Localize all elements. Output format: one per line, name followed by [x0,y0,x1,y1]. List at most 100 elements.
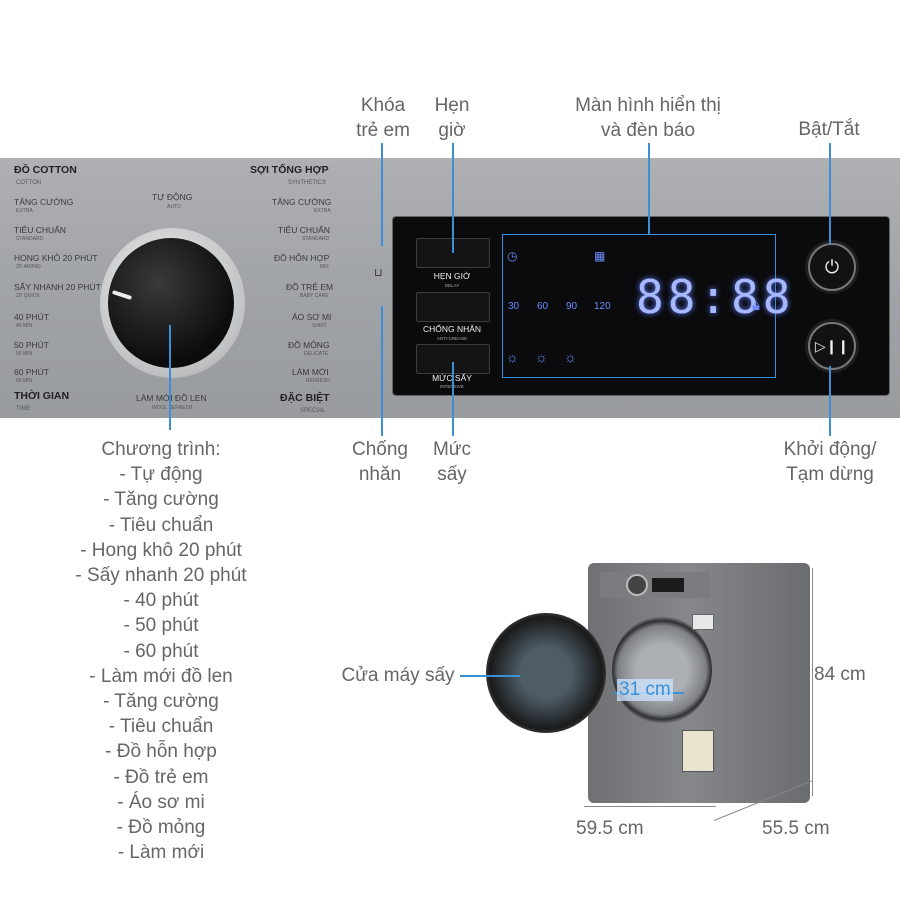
programs-leader [169,325,171,430]
lock-icon: 🔒︎ [752,297,760,314]
auto-label: TỰ ĐỘNG [152,192,193,202]
dryer-knob [626,574,648,596]
list-item: - Đồ hỗn hợp [105,741,217,763]
warning-label [682,730,714,772]
list-item: - 50 phút [123,615,199,637]
list-item: - Sấy nhanh 20 phút [75,565,247,587]
right-program-sub: BABY CARE [300,293,329,299]
list-item: - Làm mới đồ len [89,665,233,687]
depth-dimension-label: 55.5 cm [762,818,830,839]
right-program-label: LÀM MỚI [292,367,329,377]
minute-label: 30 [508,301,520,312]
child-lock-icon: ⊔ [374,267,383,279]
height-dimension-label: 84 cm [814,664,866,685]
time-label: THỜI GIAN [14,390,70,402]
time-sub: TIME [16,406,31,412]
programs-title: Chương trình: [101,439,221,460]
right-program-sub: REFRESH [306,378,330,384]
lcd-highlight-frame [502,234,776,378]
list-item: - Tiêu chuẩn [108,716,214,738]
left-program-label: 50 PHÚT [14,340,49,350]
timer-leader [452,143,454,253]
dry-level-button[interactable] [416,344,490,374]
child-lock-leader [381,143,383,246]
spec-label [692,614,714,630]
anti-crease-leader [381,306,383,436]
left-program-sub: 50 MIN [16,351,33,357]
wool-sub: WOOL REFRESH [152,405,193,411]
left-program-label: SẤY NHANH 20 PHÚT [14,282,101,292]
dryer-door[interactable] [486,613,606,733]
child-lock-callout: Khóa trẻ em [356,95,410,141]
height-dimension-line [812,568,813,796]
dryer-door-leader [460,675,520,677]
right-program-label: TIÊU CHUẨN [278,225,330,235]
dryer-mini-display [652,578,684,592]
special-sub: SPECIAL [300,408,326,414]
list-item: - Làm mới [117,842,205,864]
power-callout: Bật/Tắt [798,119,860,140]
anti-crease-button-label: CHỐNG NHĂN [422,324,482,334]
left-program-sub: 20' QUICK [16,293,40,299]
list-item: - 40 phút [123,590,199,612]
power-icon: ⏻ [824,256,840,277]
right-program-sub: EXTRA [314,208,331,214]
dry-level-callout: Mức sấy [432,439,472,485]
delay-button-sub: DELAY [444,283,460,288]
minute-label: 60 [537,301,549,312]
left-program-sub: 20' AIRING [16,264,41,270]
program-dial[interactable] [108,238,234,368]
programs-list: Chương trình: - Tự động - Tăng cường - T… [40,437,282,865]
left-program-label: 40 PHÚT [14,312,49,322]
anti-crease-button-sub: ANTI-CREASE [436,336,468,341]
anti-crease-button[interactable] [416,292,490,322]
synthetics-label: SỢI TỔNG HỢP [250,164,329,176]
minute-label: 90 [566,301,578,312]
width-dimension-line [584,806,716,807]
anti-crease-callout: Chống nhăn [352,439,408,485]
sun-icon: ☼ [535,349,548,365]
left-program-sub: EXTRA [16,208,33,214]
list-item: - Tiêu chuẩn [108,514,214,536]
right-program-label: ĐỒ TRẺ EM [286,282,334,292]
left-program-label: 60 PHÚT [14,367,49,377]
right-program-sub: MIX [320,264,329,270]
right-program-label: ÁO SƠ MI [292,312,332,322]
right-program-label: TĂNG CƯỜNG [272,197,332,207]
left-program-label: TĂNG CƯỜNG [14,197,74,207]
right-program-sub: DELICATE [304,351,329,357]
dry-level-button-label: MỨC SẤY [432,373,472,383]
timer-callout: Hẹn giờ [434,95,470,141]
tank-icon: ▦ [594,249,606,263]
power-leader [829,143,831,244]
left-program-sub: 40 MIN [16,323,33,329]
auto-sub: AUTO [167,204,181,210]
width-dimension-label: 59.5 cm [576,818,644,839]
list-item: - Tăng cường [103,489,219,511]
display-leader [648,143,650,234]
sun-icon: ☼ [564,349,577,365]
left-program-label: TIÊU CHUẨN [14,225,66,235]
start-pause-callout: Khởi động/ Tạm dừng [783,439,877,485]
synthetics-sub: SYNTHETICS [288,180,327,186]
dry-level-button-sub: INTENSIVE [402,384,502,389]
dryer-drum [612,616,712,724]
start-pause-button[interactable]: ▷❙❙ [808,322,856,370]
clock-icon: ◷ [507,249,518,263]
right-program-sub: SHIRT [312,323,327,329]
play-pause-icon: ▷❙❙ [814,337,850,354]
door-dimension-label: 31 cm [617,679,673,701]
power-button[interactable]: ⏻ [808,243,856,291]
dryer-door-callout: Cửa máy sấy [341,665,455,686]
list-item: - Hong khô 20 phút [80,539,242,561]
list-item: - Tự động [119,464,203,486]
list-item: - Tăng cường [103,691,219,713]
cotton-label: ĐỒ COTTON [14,164,77,176]
right-program-sub: STANDARD [302,236,330,242]
minute-label: 120 [594,301,611,312]
wool-label: LÀM MỚI ĐỒ LEN [136,393,207,403]
left-program-sub: STANDARD [16,236,44,242]
left-program-sub: 60 MIN [16,378,33,384]
dry-level-leader [452,362,454,436]
sun-icon: ☼ [506,349,519,365]
